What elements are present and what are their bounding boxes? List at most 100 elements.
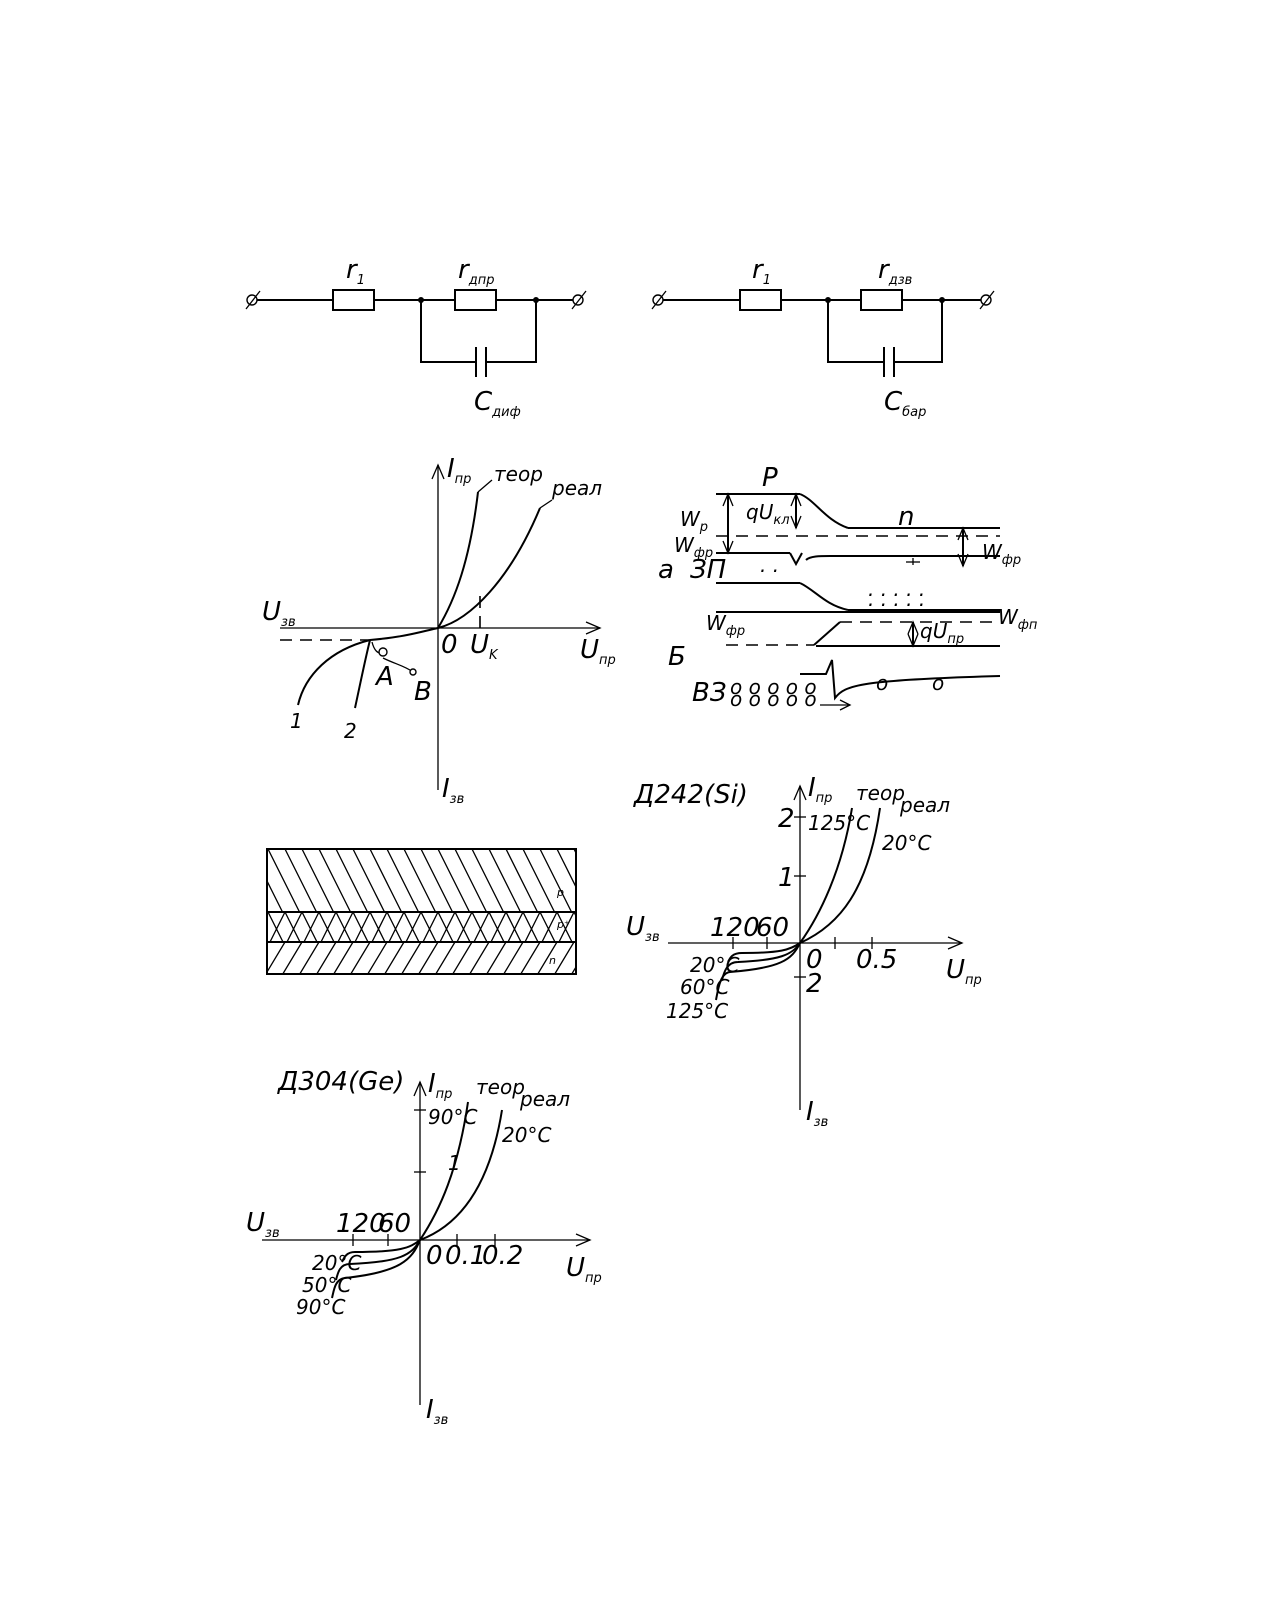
hatch-line-pplus [507,912,524,942]
hatch-line-n [198,942,217,974]
point-a-label: A [374,662,394,692]
iv-characteristic-main: Iпр теор реал Uзв 0 UK Uпр A B 1 2 Iзв [262,454,616,807]
hatch-line-p [591,849,623,912]
hatch-line-pplus [593,912,608,942]
si-u-forward-label: Uпр [946,955,982,988]
svg-text:o o o o o: o o o o o [730,687,817,711]
capacitor-cdif [475,347,487,377]
hatch-line-p [488,849,522,912]
si-20c-label: 20°C [882,831,931,855]
hatch-line-pplus [456,912,473,942]
si-i-reverse-label: Iзв [806,1097,828,1130]
hatch-line-pplus [490,912,507,942]
iv-chart-ge: 1 Д304(Ge) Iпр теор реал 90°C 20°C Uзв 1… [246,1067,602,1428]
hatch-line-n [181,942,200,974]
svg-text:o o o o o: o o o o o [730,675,817,699]
resistor-r1 [332,289,375,311]
hatch-line-p [335,849,369,912]
curve-real [437,507,541,629]
svg-text:o: o [876,671,888,695]
hatch-line-pplus [267,912,284,942]
hatch-line-pplus [303,912,320,942]
ge-rev-50c [335,1239,421,1281]
wp-label: Wр [680,507,708,535]
equivalent-circuit-forward: r1 rдпр Сдиф [245,255,587,420]
resistor-r1-2 [739,289,782,311]
r1-label: r1 [346,255,365,288]
hatch-line-pplus [610,912,625,942]
hatch-line-pplus [234,912,249,942]
hatch-line-n [435,942,456,974]
hatch-line-pplus [337,912,354,942]
si-teor-label: теор [856,781,905,805]
rdpr-label: rдпр [458,255,494,288]
hatch-line-p [573,849,576,855]
hatch-line-pplus [236,912,251,942]
resistor-rdpr [454,289,497,311]
hatch-line-pplus [556,912,573,942]
ge-curve-90c [419,1101,469,1241]
hatch-line-pplus [591,912,606,942]
hatch-line-pplus [420,912,437,942]
zero-label: 0 [441,630,458,660]
hatch-line-n [571,965,576,974]
hatch-line-pplus [524,912,541,942]
breakdown-curve-2 [354,639,371,709]
si-title: Д242(Si) [633,780,748,810]
point-b-label: B [414,677,432,707]
hatch-line-pplus [301,912,318,942]
ge-rev-20c [341,1239,421,1263]
si-curve-20c [799,807,881,944]
hatch-line-n [520,942,541,974]
ge-tick-01: 0.1 [445,1241,486,1271]
u-reverse-label: Uзв [262,597,296,630]
capacitor-cbar [883,347,895,377]
hatch-line-n [418,942,439,974]
hatch-line-n [606,942,625,974]
hatch-line-n [537,942,558,974]
ge-curve-20c [419,1109,503,1241]
ge-tick-120: 120 [336,1209,386,1239]
hatch-line-n [401,942,422,974]
hatch-line-pplus [200,912,215,942]
hatch-line-pplus [505,912,522,942]
hatch-line-pplus [320,912,337,942]
si-tick-1: 1 [778,863,795,893]
ge-rev-50c-label: 50°C [302,1273,351,1297]
hatch-line-p [267,849,301,912]
si-rev-60c [721,942,801,981]
hatch-line-pplus [352,912,369,942]
hatch-line-pplus [608,912,623,942]
hatch-line-p [608,849,640,912]
si-rev-20c-label: 20°C [690,953,739,977]
hatch-line-pplus [405,912,422,942]
ge-i-reverse-label: Iзв [426,1395,448,1428]
hatch-line-pplus [335,912,352,942]
hatch-line-n [452,942,473,974]
hatch-line-pplus [284,912,301,942]
n-region-label: n [898,502,914,532]
hatch-line-pplus [202,912,217,942]
rdzv-label: rдзв [878,255,912,288]
resistor-rdzv [860,289,903,311]
hatch-line-p [267,879,284,912]
ge-zero-label: 0 [426,1241,443,1271]
si-real-label: реал [899,793,950,817]
hatch-line-n [503,942,524,974]
hatch-line-pplus [369,912,386,942]
wfr2-label: Wфр [706,611,745,639]
hatch-line-pplus [437,912,454,942]
svg-text:. . . . .: . . . . . [868,587,925,611]
ge-20c-label: 20°C [502,1123,551,1147]
hatch-line-p [217,849,249,912]
qukl-label: qUкл [746,500,790,528]
ge-rev-90c [331,1239,421,1299]
hatch-line-pplus [354,912,371,942]
energy-band-diagram: . . . . . . . . . . . . o o o o o o o o … [658,463,1038,711]
reverse-branch [369,627,439,641]
layer-structure: p p⁺ n [181,848,657,975]
svg-text:. . . . .: . . . . . [868,577,925,601]
hatch-line-n [232,942,251,974]
hatch-line-p [625,849,657,912]
